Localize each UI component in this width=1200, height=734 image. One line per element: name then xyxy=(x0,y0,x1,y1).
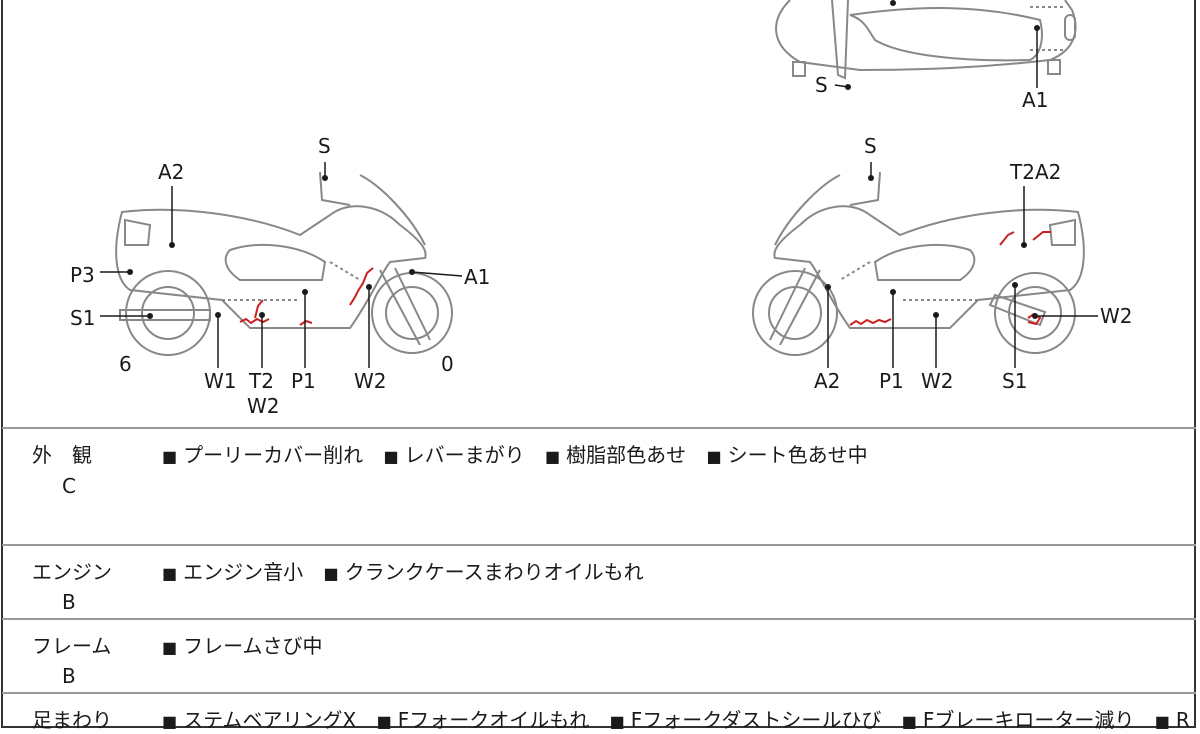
item: エンジン音小 xyxy=(183,560,304,584)
left-label-p3: P3 xyxy=(70,263,95,287)
right-label-w2: W2 xyxy=(1100,304,1133,328)
section-suspension: 足まわり ■ステムベアリングX ■Fフォークオイルもれ ■Fフォークダストシール… xyxy=(2,694,1196,734)
item: ステムベアリングX xyxy=(183,708,357,732)
item: レバーまがり xyxy=(404,443,525,467)
section-category: エンジン xyxy=(32,560,112,584)
section-category: フレーム xyxy=(32,634,112,658)
left-label-s1: S1 xyxy=(70,306,96,330)
item: Fフォークオイルもれ xyxy=(397,708,590,732)
section-items: ■ステムベアリングX ■Fフォークオイルもれ ■Fフォークダストシールひび ■F… xyxy=(162,708,1190,732)
section-items: ■プーリーカバー削れ ■レバーまがり ■樹脂部色あせ ■シート色あせ中 xyxy=(162,443,868,467)
divider xyxy=(2,544,1196,546)
top-view-scooter xyxy=(775,0,1077,80)
item: プーリーカバー削れ xyxy=(183,443,364,467)
item: クランクケースまわりオイルもれ xyxy=(344,560,644,584)
item: Fフォークダストシールひび xyxy=(630,708,882,732)
section-items: ■フレームさび中 xyxy=(162,634,323,658)
left-label-a1: A1 xyxy=(464,265,491,289)
section-items: ■エンジン音小 ■クランクケースまわりオイルもれ xyxy=(162,560,644,584)
top-label-s: S xyxy=(815,73,828,97)
left-label-w1: W1 xyxy=(204,369,237,393)
section-frame: フレーム B ■フレームさび中 xyxy=(2,620,1196,692)
leader-dots xyxy=(127,0,1040,319)
vehicle-diagram: S A1 S A2 P3 S1 6 W1 T2 W2 P1 W2 0 A1 S … xyxy=(70,0,1133,418)
item: R xyxy=(1175,708,1190,732)
left-label-0: 0 xyxy=(441,352,454,376)
left-label-w2-front: W2 xyxy=(354,369,387,393)
left-label-w2: W2 xyxy=(247,394,280,418)
right-label-s1: S1 xyxy=(1002,369,1028,393)
section-grade: C xyxy=(62,474,76,498)
section-exterior: 外 観 C ■プーリーカバー削れ ■レバーまがり ■樹脂部色あせ ■シート色あせ… xyxy=(2,429,1196,545)
right-label-w2-bottom: W2 xyxy=(921,369,954,393)
left-label-p1: P1 xyxy=(291,369,316,393)
left-label-t2: T2 xyxy=(249,369,274,393)
leader-lines xyxy=(100,28,1098,368)
item: 樹脂部色あせ xyxy=(566,443,687,467)
section-engine: エンジン B ■エンジン音小 ■クランクケースまわりオイルもれ xyxy=(2,546,1196,618)
divider xyxy=(2,692,1196,694)
right-label-t2a2: T2A2 xyxy=(1010,160,1062,184)
section-category: 足まわり xyxy=(32,708,112,732)
left-side-scooter xyxy=(115,171,453,356)
left-label-a2: A2 xyxy=(158,160,185,184)
item: フレームさび中 xyxy=(183,634,323,658)
right-label-p1: P1 xyxy=(879,369,904,393)
right-label-a2: A2 xyxy=(814,369,841,393)
top-label-a1: A1 xyxy=(1022,88,1049,112)
scooter-drawings xyxy=(100,0,1098,368)
right-label-s: S xyxy=(864,134,877,158)
damage-marks xyxy=(239,231,1051,326)
section-grade: B xyxy=(62,664,76,688)
item: シート色あせ中 xyxy=(727,443,868,467)
section-grade: B xyxy=(62,590,76,614)
left-label-s: S xyxy=(318,134,331,158)
divider xyxy=(2,618,1196,620)
right-side-scooter xyxy=(752,171,1085,356)
left-label-6: 6 xyxy=(119,352,132,376)
item: Fブレーキローター減り xyxy=(922,708,1135,732)
section-category: 外 観 xyxy=(32,443,92,467)
divider xyxy=(2,427,1196,429)
